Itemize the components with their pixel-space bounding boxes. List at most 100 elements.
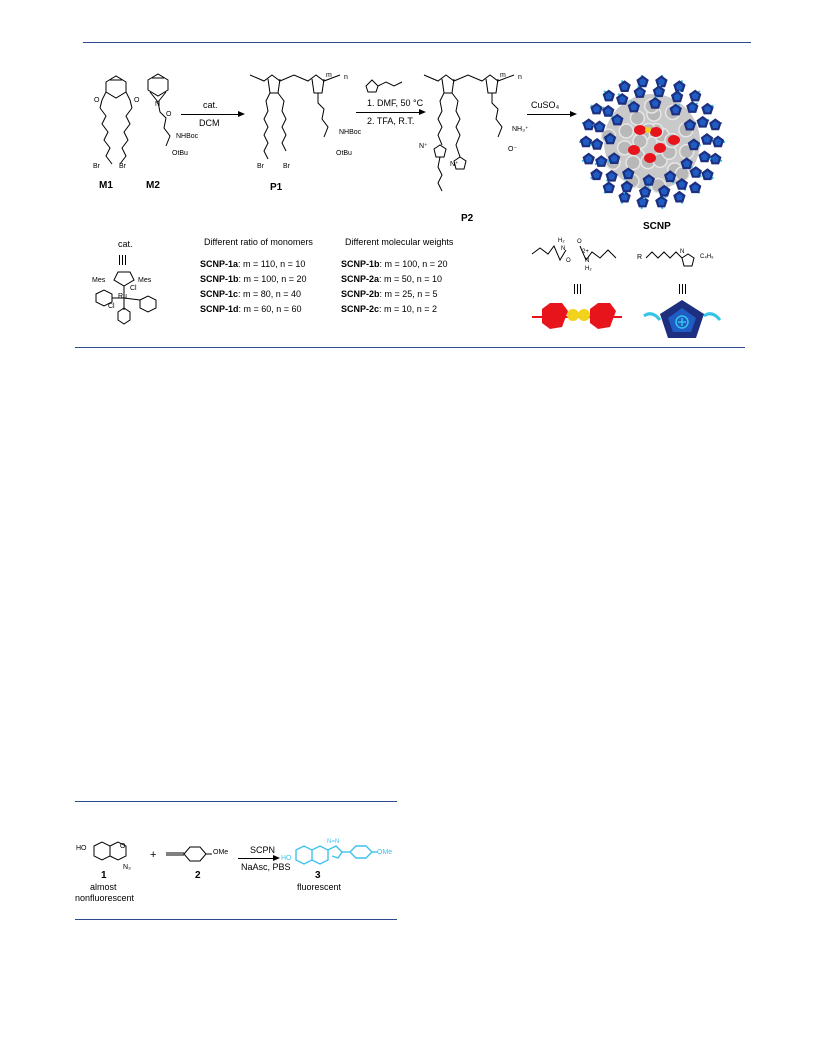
- cu-h2-label: H₂: [558, 238, 565, 244]
- imidazolium-ring-inner: [582, 138, 590, 146]
- cu-crosslink-marker: [628, 145, 640, 155]
- imidazolium-ring-inner: [675, 193, 683, 201]
- scheme1-bottom-rule: [75, 347, 745, 348]
- imidazolium-ring-inner: [605, 92, 613, 100]
- scheme2-bottom-rule: [75, 919, 397, 920]
- imidazolium-ring-inner: [592, 171, 601, 178]
- imidazolium-ring-inner: [608, 172, 616, 180]
- ratio-row: SCNP-1a: m = 110, n = 10: [200, 259, 305, 269]
- imidazolium-chain-structure: [645, 251, 695, 267]
- cu-crosslink-marker: [650, 127, 662, 137]
- scheme2-reagent-below: NaAsc, PBS: [241, 862, 291, 872]
- top-rule: [83, 42, 751, 43]
- imidazolium-ring-inner: [657, 198, 665, 206]
- polymer-segment: [629, 110, 646, 126]
- c4h9-label: C₄H₉: [700, 254, 714, 260]
- n-atom: N: [155, 101, 160, 108]
- step1-above: cat.: [203, 100, 218, 110]
- cu-n2-label: N: [585, 258, 590, 264]
- imidazolium-ring-inner: [595, 123, 604, 131]
- scnp-name: SCNP-2b: [341, 289, 380, 299]
- imidazolium-ring-inner: [604, 107, 612, 115]
- cl-label: Cl: [130, 285, 137, 292]
- imidazolium-ring-inner: [700, 153, 709, 160]
- imidazolium-ring-inner: [703, 171, 712, 178]
- polymer-segment: [618, 123, 635, 139]
- o-minus-label: O⁻: [508, 146, 518, 153]
- polymer-p2-structure: m n: [423, 72, 522, 192]
- m-index: m: [500, 72, 506, 79]
- scheme2-arrowhead: [273, 855, 280, 861]
- imidazolium-ring-inner: [688, 103, 696, 111]
- polymer-segment: [625, 154, 641, 171]
- imidazolium-ring-inner: [605, 184, 613, 191]
- scnp-name: SCNP-1d: [200, 304, 239, 314]
- imidazolium-ring-inner: [666, 173, 674, 180]
- cu-h2b-label: H₂: [585, 266, 592, 272]
- imidazolium-ring-inner: [613, 116, 621, 124]
- imidazolium-ring-inner: [703, 135, 711, 143]
- cu-crosslink-icon: [532, 303, 622, 329]
- br-label: Br: [93, 163, 100, 170]
- step1-arrowhead: [238, 111, 245, 117]
- imidazolium-ring-inner: [655, 88, 663, 95]
- n3-label: N₃: [123, 864, 131, 871]
- imidazolium-ring-inner: [624, 170, 632, 177]
- ho-label: HO: [281, 855, 292, 862]
- nn-label: N=N: [327, 839, 340, 845]
- monomers-structure: O O N O: [94, 73, 172, 165]
- scnp-nanoparticle: [579, 74, 725, 210]
- cu-crosslink-marker: [634, 125, 646, 135]
- step2-line1: 1. DMF, 50 °C: [367, 98, 424, 108]
- step2-arrow: [356, 112, 420, 113]
- imidazolium-ring-inner: [639, 198, 647, 206]
- imidazolium-ring-inner: [711, 121, 719, 128]
- imidazolium-ring-inner: [678, 180, 686, 188]
- ratio-row: SCNP-1b: m = 100, n = 20: [200, 274, 307, 284]
- imidazolium-ring-inner: [657, 78, 665, 85]
- br-label: Br: [283, 163, 290, 170]
- ru-label: Ru: [118, 293, 127, 300]
- scnp-params: : m = 10, n = 2: [379, 304, 438, 314]
- o-atom: O: [134, 97, 140, 104]
- n-plus-label: N⁺: [419, 143, 428, 150]
- p2-label: P2: [461, 213, 474, 224]
- imidazole-reagent: [365, 79, 403, 93]
- mes-left-label: Mes: [92, 277, 106, 284]
- mes-right-label: Mes: [138, 277, 152, 284]
- cu-ion-marker: [645, 127, 651, 133]
- imidazolium-ring-inner: [585, 121, 593, 128]
- compound2-number: 2: [195, 870, 201, 881]
- scnp-name: SCNP-1b: [341, 259, 380, 269]
- equivalence-symbol: [677, 284, 687, 294]
- ratio-row: SCNP-1c: m = 80, n = 40: [200, 289, 301, 299]
- scnp-name: SCNP-2a: [341, 274, 380, 284]
- step3-arrowhead: [570, 111, 577, 117]
- scnp-name: SCNP-2c: [341, 304, 380, 314]
- equivalence-symbol: [117, 255, 127, 265]
- compound1-structure: [93, 841, 127, 861]
- imidazolium-ring-inner: [639, 78, 647, 85]
- scnp-params: : m = 25, n = 5: [379, 289, 438, 299]
- compound1-desc-line1: almost: [90, 882, 117, 892]
- imidazolium-ring-inner: [597, 157, 605, 165]
- compound3-number: 3: [315, 870, 321, 881]
- imidazolium-ring-inner: [592, 105, 601, 113]
- catalyst-title: cat.: [118, 239, 133, 249]
- cu-complex-structure: [531, 245, 617, 262]
- equivalence-symbol: [572, 284, 582, 294]
- imidazolium-ring-inner: [691, 184, 699, 191]
- m-index: m: [326, 72, 332, 79]
- br-label: Br: [257, 163, 264, 170]
- scnp-name: SCNP-1a: [200, 259, 239, 269]
- imidazolium-ring-inner: [641, 188, 649, 196]
- nhboc-label: NHBoc: [339, 129, 362, 136]
- n-index: n: [344, 74, 348, 81]
- mw-table-title: Different molecular weights: [345, 237, 454, 247]
- otbu-label: OtBu: [336, 150, 352, 157]
- scnp-params: : m = 110, n = 10: [238, 259, 306, 269]
- cu-crosslink-marker: [644, 153, 656, 163]
- imidazolium-ring-inner: [621, 193, 629, 201]
- grubbs-catalyst-structure: [95, 271, 157, 325]
- step3-arrow: [527, 114, 571, 115]
